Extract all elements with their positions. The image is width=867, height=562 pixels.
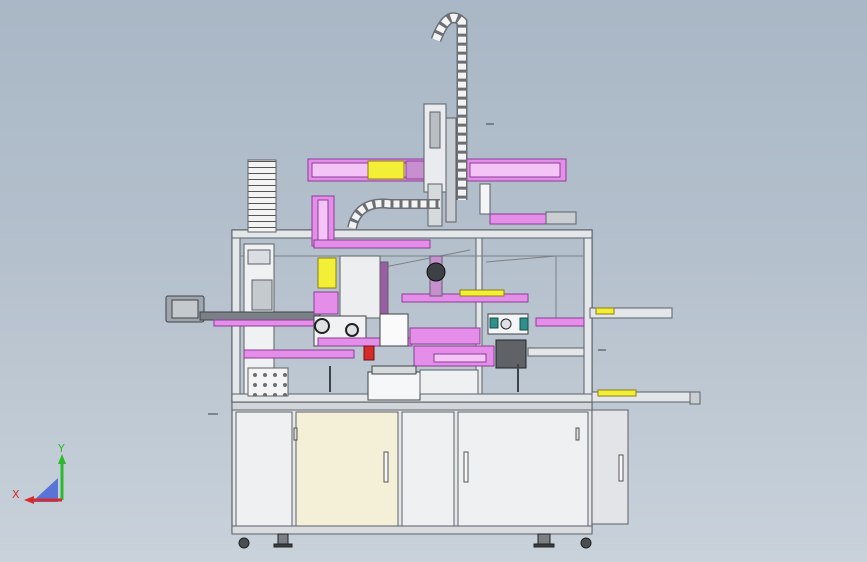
center-mechanism [313, 313, 495, 367]
x-axis-label: X [12, 488, 20, 501]
z-axis-icon [32, 478, 58, 502]
coordinate-triad: Y X [12, 442, 66, 504]
door-handle [383, 451, 389, 483]
y-axis-label: Y [57, 442, 65, 455]
left-vertical-actuator [311, 195, 431, 319]
top-right-cylinder [479, 183, 577, 225]
rotary-motor [426, 262, 446, 282]
magazine-feeder [243, 159, 277, 395]
cabinet-door-2 [295, 411, 399, 527]
cabinet-door-1 [235, 411, 293, 527]
door-handle [575, 427, 580, 441]
electrical-box-handle [618, 454, 624, 482]
lower-cabinet [231, 401, 629, 549]
left-conveyor-motor [165, 295, 321, 327]
y-axis-arrow-icon [58, 454, 66, 464]
door-handle [463, 451, 469, 483]
pulley [345, 323, 359, 337]
transfer-stage [401, 255, 529, 369]
caster-wheels [238, 533, 592, 549]
cable-drag-chain [347, 12, 468, 230]
cabinet-door-4 [457, 411, 589, 527]
cabinet-door-3 [401, 411, 455, 527]
pulley [314, 318, 330, 334]
inner-bench [243, 349, 519, 401]
annotation-marks [208, 123, 606, 415]
right-outfeed-conveyor [527, 307, 701, 405]
x-axis-arrow-icon [24, 496, 34, 504]
sensor-block [367, 160, 405, 180]
door-handle [293, 427, 298, 441]
